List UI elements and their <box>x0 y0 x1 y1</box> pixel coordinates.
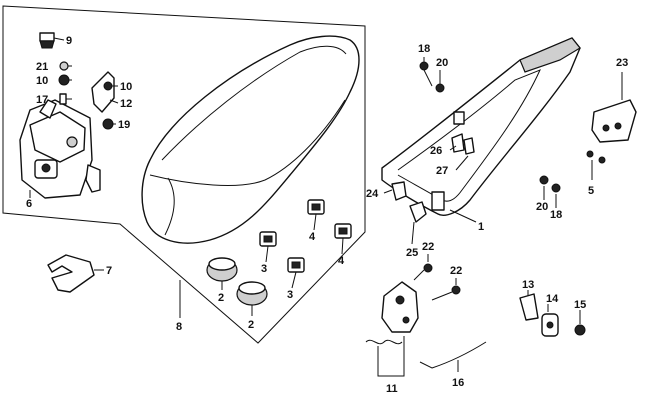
screws-5 <box>586 150 606 164</box>
assembly-8-outline <box>2 5 366 344</box>
hook-7 <box>47 254 95 293</box>
bolt-22-lower <box>431 285 461 301</box>
leader-lines <box>29 37 623 377</box>
callout-3-lower: 3 <box>287 289 293 301</box>
callout-9: 9 <box>66 35 72 47</box>
washer-20-upper <box>435 83 445 93</box>
callout-10-left: 10 <box>36 75 48 87</box>
callout-3-upper: 3 <box>261 263 267 275</box>
callout-22-upper: 22 <box>422 241 434 253</box>
callout-27: 27 <box>436 165 448 177</box>
callout-5: 5 <box>588 185 594 197</box>
bracket-12 <box>91 71 115 113</box>
callout-4-upper: 4 <box>309 231 316 243</box>
callout-numbers: 9 21 10 17 10 12 19 6 7 8 2 2 3 3 4 4 18… <box>26 35 628 395</box>
bracket-26 <box>451 133 465 153</box>
callout-1: 1 <box>478 221 484 233</box>
callout-11: 11 <box>386 383 398 395</box>
bracket-27 <box>463 137 475 155</box>
seat-lock-assembly <box>19 99 101 199</box>
rubber-block-3-upper <box>259 231 277 247</box>
rubber-block-4-lower <box>334 223 352 239</box>
washer-21 <box>59 61 69 71</box>
callout-10-right: 10 <box>120 81 132 93</box>
callout-19: 19 <box>118 119 130 131</box>
washer-10-left <box>58 74 70 86</box>
pin-17 <box>59 93 67 105</box>
callout-24: 24 <box>366 188 379 200</box>
callout-16: 16 <box>452 377 464 389</box>
bolt-22-upper <box>413 263 433 281</box>
callout-2-upper: 2 <box>218 292 224 304</box>
cap-15 <box>574 324 586 336</box>
rear-grab-rail <box>381 37 581 216</box>
callout-26: 26 <box>430 145 442 157</box>
bolt-18-upper <box>419 61 433 87</box>
bolt-18-lower <box>551 183 561 193</box>
rubber-block-4-upper <box>307 199 325 215</box>
bolt-19 <box>102 118 114 130</box>
stay-24 <box>391 181 407 201</box>
callout-22-lower: 22 <box>450 265 462 277</box>
washer-10-right <box>103 81 113 91</box>
seat-buffer-2-lower <box>236 281 268 306</box>
seat <box>141 35 360 244</box>
callout-18-lower: 18 <box>550 209 562 221</box>
callout-12: 12 <box>120 98 132 110</box>
callout-18-upper: 18 <box>418 43 430 55</box>
bracket-13 <box>519 293 539 321</box>
callout-4-lower: 4 <box>338 255 345 267</box>
callout-7: 7 <box>106 265 112 277</box>
callout-2-lower: 2 <box>248 319 254 331</box>
callout-23: 23 <box>616 57 628 69</box>
callout-13: 13 <box>522 279 534 291</box>
seat-buffer-2-upper <box>206 257 238 282</box>
lock-14 <box>541 313 559 337</box>
stay-25 <box>409 201 427 223</box>
callout-20-lower: 20 <box>536 201 548 213</box>
tail-cover-23 <box>591 99 637 143</box>
rubber-block-3-lower <box>287 257 305 273</box>
callout-21: 21 <box>36 61 48 73</box>
washer-20-lower <box>539 175 549 185</box>
callout-15: 15 <box>574 299 586 311</box>
seat-latch-11 <box>365 281 419 345</box>
callout-20-upper: 20 <box>436 57 448 69</box>
callout-25: 25 <box>406 247 418 259</box>
callout-6: 6 <box>26 198 32 210</box>
seat-lock-cable-16 <box>419 341 487 369</box>
callout-14: 14 <box>546 293 559 305</box>
callout-8: 8 <box>176 321 182 333</box>
nut-9 <box>39 32 55 49</box>
callout-17: 17 <box>36 94 48 106</box>
